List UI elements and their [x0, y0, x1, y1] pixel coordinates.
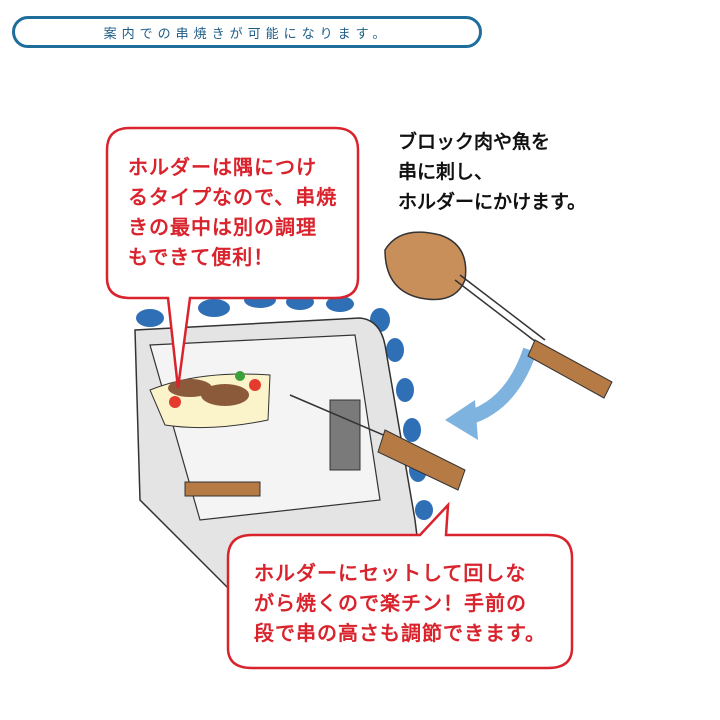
meat-block: [384, 231, 467, 301]
skewer-holder: [329, 399, 361, 471]
front-step: [184, 481, 261, 497]
callout-bubble-top: [105, 126, 360, 389]
skewer-instruction: ブロック肉や魚を 串に刺し、 ホルダーにかけます。: [398, 131, 587, 213]
info-banner: 案内での串焼きが可能になります。: [12, 16, 482, 48]
skewer-handle: [527, 339, 613, 399]
skewer-handle-in-oven: [377, 429, 466, 491]
banner-text: 案内での串焼きが可能になります。: [103, 26, 391, 42]
callout-holder-corner: ホルダーは隅につけ るタイプなので、串焼 きの最中は別の調理 もできて便利！: [128, 155, 338, 269]
callout-bubble-bottom: [226, 501, 574, 670]
callout-set-and-turn: ホルダーにセットして回しな がら焼くので楽チン！手前の 段で串の高さも調節できま…: [254, 561, 546, 645]
